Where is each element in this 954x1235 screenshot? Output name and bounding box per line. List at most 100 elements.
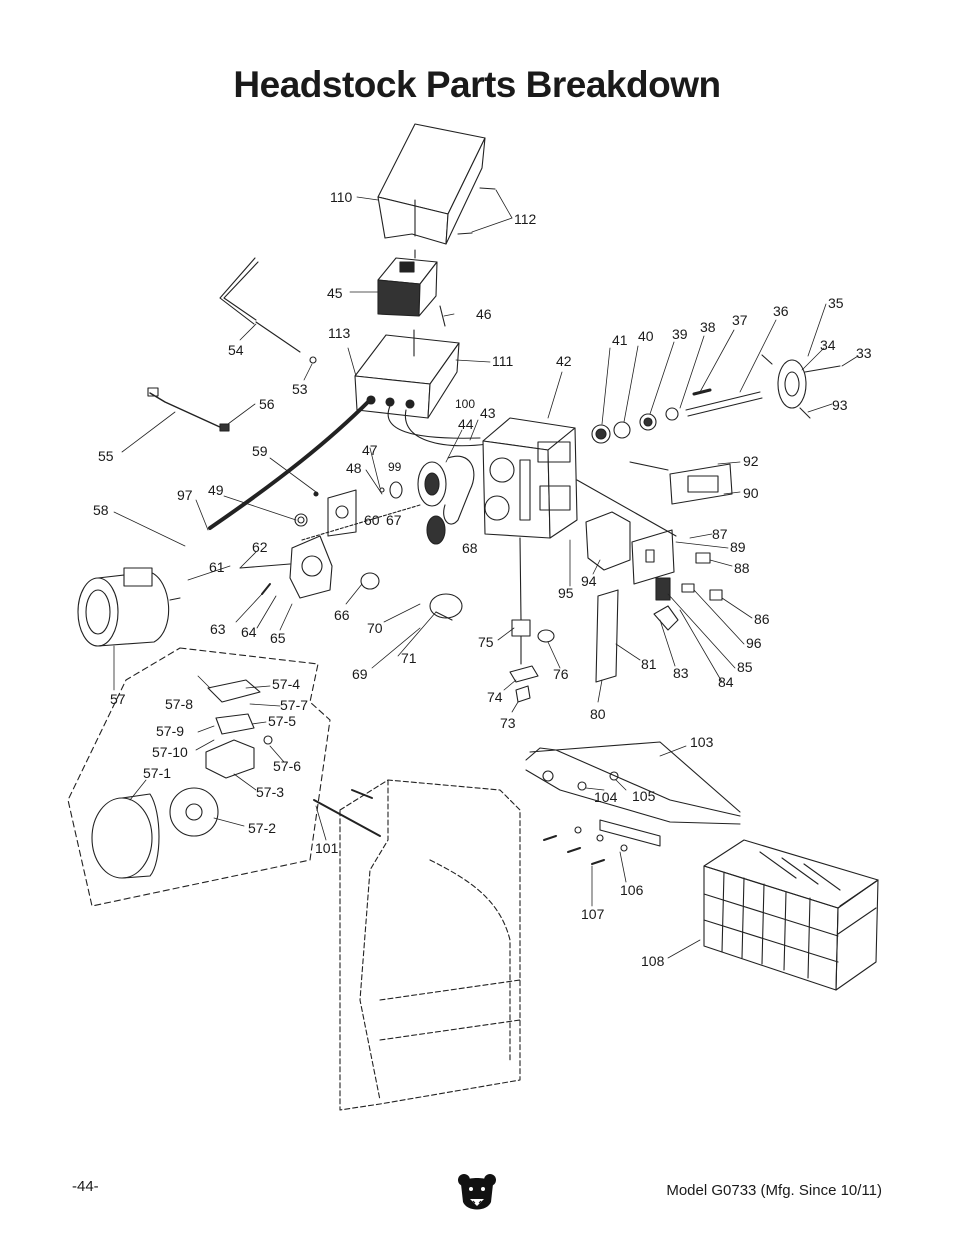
callout-34: 34 — [820, 337, 836, 353]
callout-81: 81 — [641, 656, 657, 672]
callout-88: 88 — [734, 560, 750, 576]
callout-76: 76 — [553, 666, 569, 682]
callout-59: 59 — [252, 443, 268, 459]
callout-57-10: 57-10 — [152, 744, 188, 760]
callout-101: 101 — [315, 840, 339, 856]
callout-45: 45 — [327, 285, 343, 301]
callout-57: 57 — [110, 691, 126, 707]
callout-57-4: 57-4 — [272, 676, 300, 692]
callout-46: 46 — [476, 306, 492, 322]
callout-36: 36 — [773, 303, 789, 319]
callout-69: 69 — [352, 666, 368, 682]
callout-58: 58 — [93, 502, 109, 518]
callout-53: 53 — [292, 381, 308, 397]
callout-93: 93 — [832, 397, 848, 413]
callout-35: 35 — [828, 295, 844, 311]
callout-57-2: 57-2 — [248, 820, 276, 836]
callout-38: 38 — [700, 319, 716, 335]
page-title: Headstock Parts Breakdown — [233, 64, 721, 105]
callout-63: 63 — [210, 621, 226, 637]
callout-68: 68 — [462, 540, 478, 556]
callout-48: 48 — [346, 460, 362, 476]
pulley-belt-part — [379, 455, 475, 545]
tool-post-parts — [509, 619, 555, 703]
callout-57-8: 57-8 — [165, 696, 193, 712]
callout-62: 62 — [252, 539, 268, 555]
callout-66: 66 — [334, 607, 350, 623]
callout-42: 42 — [556, 353, 572, 369]
control-box-part — [377, 257, 438, 317]
callout-103: 103 — [690, 734, 714, 750]
callout-92: 92 — [743, 453, 759, 469]
callout-87: 87 — [712, 526, 728, 542]
lathe-stand-outline — [339, 779, 521, 1111]
callout-71: 71 — [401, 650, 417, 666]
callout-61: 61 — [209, 559, 225, 575]
callout-99: 99 — [388, 460, 402, 474]
callout-57-3: 57-3 — [256, 784, 284, 800]
callout-110: 110 — [330, 189, 353, 205]
callout-90: 90 — [743, 485, 759, 501]
callout-labels: 110 112 45 46 113 111 54 53 55 56 42 41 … — [93, 189, 872, 969]
callout-40: 40 — [638, 328, 654, 344]
callout-60: 60 — [364, 512, 380, 528]
top-cover-part — [377, 123, 486, 245]
callout-104: 104 — [594, 789, 618, 805]
callout-73: 73 — [500, 715, 516, 731]
callout-57-9: 57-9 — [156, 723, 184, 739]
callout-39: 39 — [672, 326, 688, 342]
crank-handle-part — [219, 257, 301, 353]
callout-100: 100 — [455, 397, 475, 411]
callout-97: 97 — [177, 487, 193, 503]
callout-83: 83 — [673, 665, 689, 681]
control-panel-part — [585, 461, 733, 585]
callout-80: 80 — [590, 706, 606, 722]
callout-108: 108 — [641, 953, 665, 969]
callout-43: 43 — [480, 405, 496, 421]
page-number: -44- — [72, 1178, 99, 1195]
callout-55: 55 — [98, 448, 114, 464]
callout-74: 74 — [487, 689, 503, 705]
grizzly-bear-logo-icon — [458, 1174, 496, 1210]
callout-57-5: 57-5 — [268, 713, 296, 729]
model-label: Model G0733 (Mfg. Since 10/11) — [666, 1182, 882, 1199]
callout-44: 44 — [458, 416, 474, 432]
spindle-assembly-part — [591, 354, 841, 444]
callout-33: 33 — [856, 345, 872, 361]
callout-75: 75 — [478, 634, 494, 650]
callout-37: 37 — [732, 312, 748, 328]
callout-111: 111 — [492, 353, 513, 369]
motor-bracket-part — [289, 535, 380, 599]
callout-57-6: 57-6 — [273, 758, 301, 774]
callout-95: 95 — [558, 585, 574, 601]
callout-113: 113 — [328, 325, 351, 341]
callout-65: 65 — [270, 630, 286, 646]
switch-parts — [653, 552, 723, 631]
callout-57-7: 57-7 — [280, 697, 308, 713]
callout-112: 112 — [514, 211, 537, 227]
callout-67: 67 — [386, 512, 402, 528]
callout-47: 47 — [362, 442, 378, 458]
tray-rail-part — [525, 741, 741, 852]
callout-41: 41 — [612, 332, 628, 348]
callout-70: 70 — [367, 620, 383, 636]
motor-detail-region — [67, 647, 331, 907]
callout-105: 105 — [632, 788, 656, 804]
motor-part — [77, 567, 181, 647]
callout-84: 84 — [718, 674, 734, 690]
callout-89: 89 — [730, 539, 746, 555]
electrical-box-part — [354, 334, 460, 419]
wire-basket-part — [703, 839, 879, 991]
callout-85: 85 — [737, 659, 753, 675]
callout-49: 49 — [208, 482, 224, 498]
callout-57-1: 57-1 — [143, 765, 171, 781]
motor-mount-plate-part — [294, 489, 357, 537]
callout-96: 96 — [746, 635, 762, 651]
callout-64: 64 — [241, 624, 257, 640]
callout-86: 86 — [754, 611, 770, 627]
motor-detail-parts — [91, 679, 273, 879]
callout-94: 94 — [581, 573, 597, 589]
callout-107: 107 — [581, 906, 605, 922]
callout-54: 54 — [228, 342, 244, 358]
